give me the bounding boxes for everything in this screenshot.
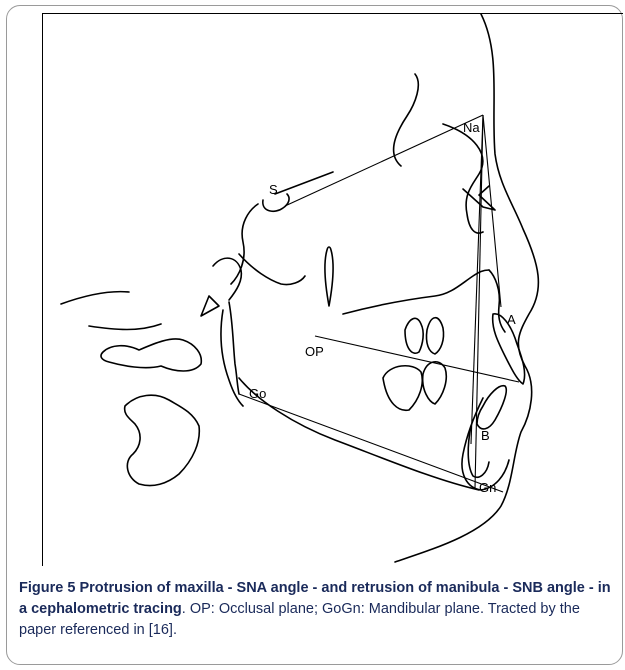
label-a: A (507, 312, 516, 327)
maxilla-palate (343, 270, 489, 314)
occlusal-plane (315, 336, 519, 382)
na-a-line (483, 115, 501, 307)
lower-premolar (423, 362, 447, 404)
lower-incisor (477, 386, 506, 429)
orbit-outline (394, 74, 419, 166)
label-b: B (481, 428, 490, 443)
mandible-lower-border (239, 378, 479, 490)
occipital-curve-upper (61, 292, 129, 304)
label-na: Na (463, 120, 480, 135)
frontal-nasal-outline (443, 124, 483, 233)
axis-vertebra (125, 395, 200, 485)
cephalometric-tracing: Na S A OP Go B Gn (42, 13, 623, 566)
lower-molar (383, 366, 422, 411)
figure-caption: Figure 5 Protrusion of maxilla - SNA ang… (19, 578, 611, 641)
sn-line (285, 115, 483, 206)
label-gn: Gn (479, 480, 496, 495)
mandibular-ramus (229, 302, 239, 394)
anterior-maxilla (489, 270, 505, 332)
upper-premolar (405, 318, 423, 353)
coronoid-process (201, 296, 219, 316)
zygomatic-arch (239, 254, 305, 285)
figure-number: Figure 5 (19, 580, 75, 596)
mandibular-plane (239, 394, 503, 492)
condyle (213, 258, 241, 300)
label-go: Go (249, 386, 266, 401)
occipital-curve-lower (89, 324, 161, 330)
cranial-base (231, 204, 258, 284)
label-s: S (269, 182, 278, 197)
tracing-drawing: Na S A OP Go B Gn (43, 14, 623, 566)
atlas-vertebra (101, 339, 201, 371)
upper-molar (426, 318, 443, 354)
anterior-clinoid (275, 172, 333, 194)
label-op: OP (305, 344, 324, 359)
pterygomaxillary-fissure (325, 247, 333, 306)
